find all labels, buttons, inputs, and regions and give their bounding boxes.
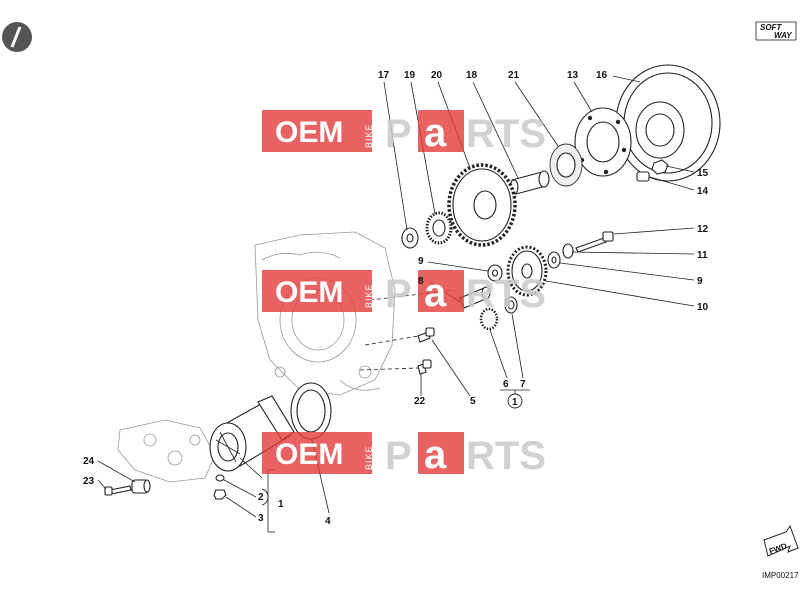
callout-10: 10 xyxy=(697,302,709,313)
callout-12: 12 xyxy=(697,224,709,235)
brand-bottom: WAY xyxy=(774,31,792,40)
callout-8: 8 xyxy=(418,276,424,287)
callout-22: 22 xyxy=(414,396,426,407)
part-3-nut xyxy=(213,489,227,500)
callout-14: 14 xyxy=(697,186,709,197)
watermark-rts: RTS xyxy=(466,272,546,316)
part-20-large-gear xyxy=(447,163,517,247)
watermark-oem: OEM xyxy=(275,276,343,309)
callout-1: 1 xyxy=(278,499,284,510)
part-13-clutch-plate xyxy=(574,107,632,177)
part-5-screw xyxy=(417,327,435,343)
forward-arrow-icon: FWD xyxy=(763,524,799,557)
part-8-shaft xyxy=(459,286,491,309)
callout-13: 13 xyxy=(567,70,579,81)
callout-1-circle xyxy=(507,393,523,409)
part-2-washer xyxy=(215,474,225,482)
callout-18: 18 xyxy=(466,70,478,81)
watermark-oem: OEM xyxy=(275,438,343,471)
callout-9-right: 9 xyxy=(697,276,703,287)
callout-17: 17 xyxy=(378,70,390,81)
part-11-circlip xyxy=(562,243,574,259)
callout-labels: 17 19 20 18 21 13 16 15 14 12 11 9 10 9 … xyxy=(83,70,709,527)
watermark-rts: RTS xyxy=(466,434,546,478)
callout-24: 24 xyxy=(83,456,95,467)
part-6-pinion xyxy=(479,307,499,331)
watermark-top: OEM BIKE P a RTS xyxy=(262,110,546,156)
watermark-bike: BIKE xyxy=(364,123,374,148)
part-9-washer-left xyxy=(487,264,503,282)
callout-23: 23 xyxy=(83,476,95,487)
corner-tab-marker xyxy=(2,22,32,52)
callout-19: 19 xyxy=(404,70,416,81)
callout-5: 5 xyxy=(470,396,476,407)
watermark-p: P xyxy=(385,434,412,478)
part-18-bushing xyxy=(509,170,550,195)
watermark-bike: BIKE xyxy=(364,283,374,308)
brand-logo: SOFT WAY xyxy=(755,21,797,41)
callout-20: 20 xyxy=(431,70,443,81)
part-22-screw xyxy=(417,359,432,375)
part-4-gasket xyxy=(290,382,332,440)
part-14-bolt xyxy=(636,171,650,182)
part-10-intermediate-gear xyxy=(506,245,548,297)
part-23-bolt xyxy=(104,485,132,496)
callout-11: 11 xyxy=(697,250,708,261)
watermark-rts: RTS xyxy=(466,112,546,156)
callout-15: 15 xyxy=(697,168,709,179)
watermark-a: a xyxy=(424,111,447,155)
part-15-nut xyxy=(651,159,669,175)
watermark-middle: OEM BIKE P a RTS xyxy=(262,270,546,316)
callout-4: 4 xyxy=(325,516,331,527)
watermark-bottom: OEM BIKE P a RTS xyxy=(262,432,546,478)
callout-1-circled: 1 xyxy=(512,397,518,408)
watermark-oem: OEM xyxy=(275,116,343,149)
drawing-code: IMP00217 xyxy=(762,571,799,580)
watermark-p: P xyxy=(385,272,412,316)
part-19-needle-bearing xyxy=(425,211,453,245)
part-16-flywheel xyxy=(615,64,721,182)
callout-3: 3 xyxy=(258,513,264,524)
part-21-one-way-clutch xyxy=(549,143,583,187)
brand-top: SOFT xyxy=(760,23,782,32)
part-24-sleeve xyxy=(131,479,151,494)
callout-16: 16 xyxy=(596,70,608,81)
callout-9-left: 9 xyxy=(418,256,424,267)
watermark-a: a xyxy=(424,433,447,477)
starter-motor xyxy=(209,395,295,472)
callout-2: 2 xyxy=(258,492,264,503)
callout-21: 21 xyxy=(508,70,520,81)
engine-casing-outline xyxy=(117,231,396,483)
part-12-screw xyxy=(575,231,614,253)
watermark-a: a xyxy=(424,271,447,315)
watermark-bike: BIKE xyxy=(364,445,374,470)
part-9-washer-right xyxy=(547,251,561,269)
callout-6: 6 xyxy=(503,379,509,390)
callout-7: 7 xyxy=(520,379,526,390)
part-7-ring xyxy=(504,296,518,314)
part-17-washer xyxy=(401,227,419,249)
watermark-p: P xyxy=(385,112,412,156)
